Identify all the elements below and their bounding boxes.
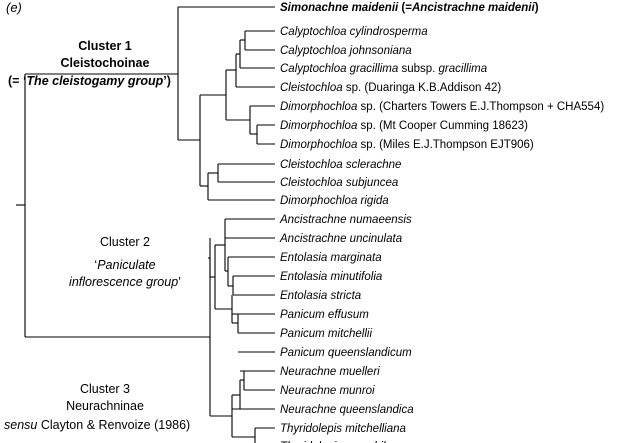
taxon-name-italic: Calyptochloa gracillima [280,63,398,75]
taxon-name-italic: Ancistrachne maidenii [411,2,536,14]
taxon-name-italic: Neurachne muelleri [280,366,380,378]
taxon-label: Entolasia minutifolia [280,271,382,283]
taxon-label: Cleistochloa subjuncea [280,177,398,189]
taxon-label: Calyptochloa gracillima subsp. gracillim… [280,63,487,75]
cluster-2-title: Cluster 2 [99,235,151,249]
cluster-2-label: Cluster 2 ‘Paniculate inflorescence grou… [55,234,195,291]
taxon-name-italic: Cleistochloa [280,82,343,94]
cluster-3-label: Cluster 3 Neurachninae [55,381,155,415]
cluster-3-sensu: sensu Clayton & Renvoize (1986) [4,418,191,432]
cluster-3-subtitle: Neurachninae [66,399,144,413]
taxon-label: Entolasia marginata [280,252,382,264]
cluster-1-subtitle: Cleistochoinae [60,56,150,70]
taxon-name-italic: Cleistochloa sclerachne [280,159,401,171]
taxon-name-italic: Entolasia minutifolia [280,271,382,283]
cluster-1-title: Cluster 1 [78,39,132,53]
taxon-name-italic: Calyptochloa johnsoniana [280,45,412,57]
taxon-name-italic: Entolasia stricta [280,290,361,302]
taxon-label: Panicum mitchellii [280,328,372,340]
cluster-2-group-name: ‘Paniculate [94,258,156,272]
taxon-label: Neurachne munroi [280,385,375,397]
taxon-name-plain: sp. (Charters Towers E.J.Thompson + CHA5… [357,101,604,113]
taxon-name-plain: sp. (Mt Cooper Cumming 18623) [357,120,528,132]
taxon-label: Panicum effusum [280,309,369,321]
taxon-label: Dimorphochloa rigida [280,195,389,207]
cluster-2-group-name-cont: inflorescence group’ [69,275,181,289]
taxon-name-italic: Cleistochloa subjuncea [280,177,398,189]
taxon-label: Thyridolepis xerophila [280,441,392,443]
taxon-name-italic: Dimorphochloa [280,120,357,132]
taxon-label: Dimorphochloa sp. (Miles E.J.Thompson EJ… [280,139,534,151]
taxon-name-italic: Entolasia marginata [280,252,382,264]
taxon-name-italic: Ancistrachne uncinulata [279,233,402,245]
taxon-name-plain: sp. (Duaringa K.B.Addison 42) [343,82,502,94]
taxon-name-plain: ) [535,2,539,14]
taxon-label: Thyridolepis mitchelliana [280,423,406,435]
tree-branches [16,6,275,443]
taxon-name-italic: Panicum effusum [280,309,369,321]
taxon-label: Dimorphochloa sp. (Charters Towers E.J.T… [280,101,604,113]
taxon-label: Cleistochloa sp. (Duaringa K.B.Addison 4… [280,82,501,94]
taxon-name-italic: Dimorphochloa rigida [280,195,389,207]
taxon-name-italic: Ancistrachne numaeensis [279,214,412,226]
taxon-name-italic: Neurachne munroi [280,385,375,397]
cluster-1-group-name: The cleistogamy group [26,74,164,88]
taxon-label: Neurachne queenslandica [280,404,414,416]
taxon-name-italic: Thyridolepis xerophila [280,441,392,443]
taxon-name-italic: Simonachne maidenii [280,2,399,14]
taxon-name-italic: gracillima [439,63,488,75]
taxon-label: Entolasia stricta [280,290,361,302]
taxon-name-plain: subsp. [398,63,438,75]
taxon-label: Neurachne muelleri [280,366,380,378]
taxon-name-italic: Thyridolepis mitchelliana [280,423,406,435]
taxon-labels: Simonachne maidenii (=Ancistrachne maide… [279,2,604,443]
taxon-name-italic: Dimorphochloa [280,139,357,151]
taxon-name-italic: Panicum queenslandicum [280,347,412,359]
taxon-label: Dimorphochloa sp. (Mt Cooper Cumming 186… [280,120,528,132]
taxon-label: Ancistrachne uncinulata [279,233,402,245]
taxon-name-italic: Neurachne queenslandica [280,404,414,416]
taxon-label: Calyptochloa cylindrosperma [280,26,428,38]
panel-label: (e) [6,0,22,15]
taxon-label: Calyptochloa johnsoniana [280,45,412,57]
taxon-name-plain: (= [398,2,412,14]
taxon-label: Ancistrachne numaeensis [279,214,412,226]
taxon-label: Panicum queenslandicum [280,347,412,359]
taxon-name-italic: Calyptochloa cylindrosperma [280,26,428,38]
taxon-label: Cleistochloa sclerachne [280,159,401,171]
cluster-3-title: Cluster 3 [79,382,131,396]
taxon-name-italic: Panicum mitchellii [280,328,372,340]
taxon-name-plain: sp. (Miles E.J.Thompson EJT906) [357,139,534,151]
taxon-name-italic: Dimorphochloa [280,101,357,113]
taxon-label: Simonachne maidenii (=Ancistrachne maide… [280,2,539,14]
cluster-1-label: Cluster 1 Cleistochoinae [30,38,180,72]
cluster-1-note: (= ‘The cleistogamy group’) [8,74,171,88]
